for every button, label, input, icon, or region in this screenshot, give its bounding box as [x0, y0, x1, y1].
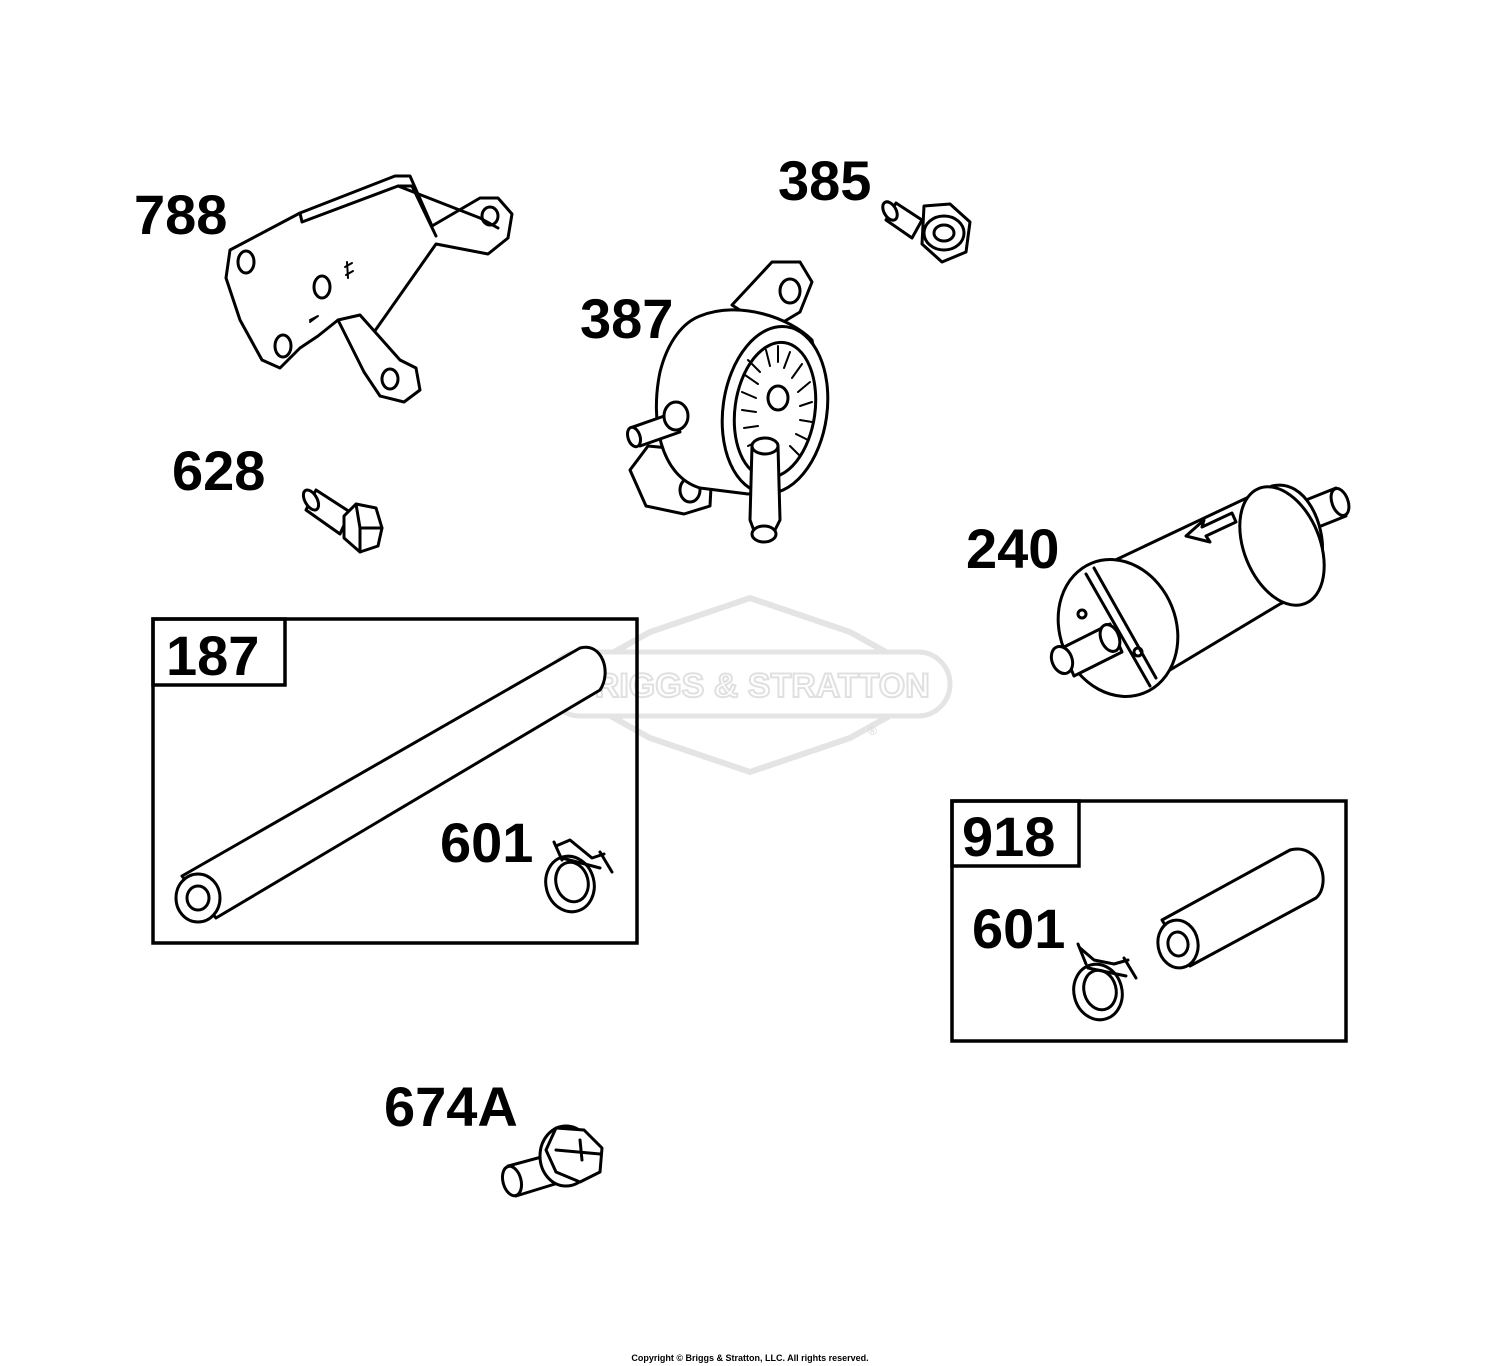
part-674a-bolt — [500, 1124, 604, 1198]
label-187: 187 — [166, 624, 259, 687]
kit-box-187-label-frame — [151, 617, 287, 687]
part-601-hose-clamp-2 — [1072, 942, 1138, 1022]
part-918-short-hose — [1156, 847, 1325, 970]
part-628-bolt — [301, 488, 384, 554]
kit-box-918 — [950, 799, 1348, 1043]
registered-mark: ® — [868, 724, 877, 738]
part-601-hose-clamp — [544, 838, 614, 914]
part-240-fuel-filter — [1049, 483, 1351, 698]
copyright-notice: Copyright © Briggs & Stratton, LLC. All … — [631, 1353, 868, 1363]
label-601-in-918: 601 — [972, 897, 1065, 960]
label-628: 628 — [172, 439, 265, 502]
label-601-in-187: 601 — [440, 811, 533, 874]
label-387: 387 — [580, 287, 673, 350]
label-918: 918 — [962, 805, 1055, 868]
kit-box-187 — [151, 617, 639, 945]
label-240: 240 — [966, 517, 1059, 580]
part-187-fuel-hose — [174, 645, 607, 924]
label-385: 385 — [778, 149, 871, 212]
part-385-bolt — [881, 200, 972, 264]
part-387-fuel-pump — [626, 260, 830, 544]
watermark-logo: BRIGGS & STRATTON ® — [545, 594, 953, 776]
label-788: 788 — [134, 183, 227, 246]
watermark-text: BRIGGS & STRATTON — [570, 667, 930, 705]
kit-box-918-label-frame — [950, 799, 1081, 868]
part-788-bracket — [224, 174, 514, 404]
label-674a: 674A — [384, 1075, 518, 1138]
